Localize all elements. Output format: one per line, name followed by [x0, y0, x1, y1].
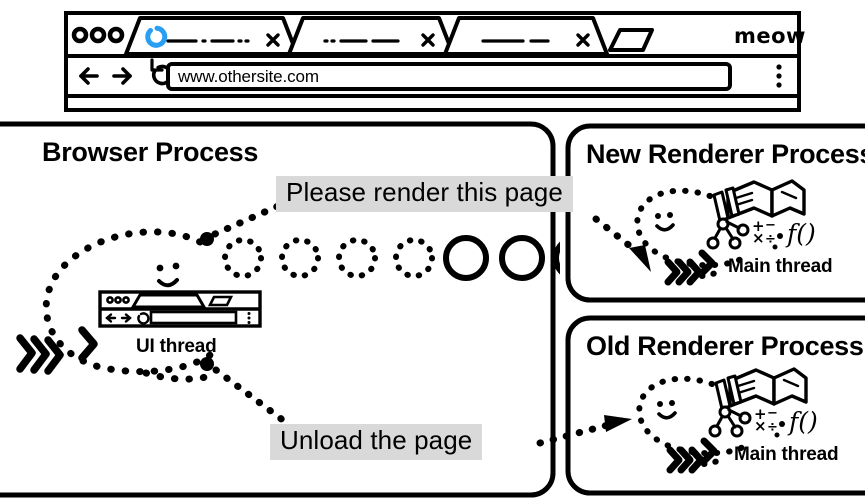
new-renderer-process-title: New Renderer Process	[586, 139, 865, 169]
unload-message-anchor	[200, 357, 214, 371]
browser-process-art	[16, 199, 560, 428]
ui-thread-label: UI thread	[136, 336, 217, 357]
arrow-to-old-renderer	[536, 415, 632, 447]
book-lines	[734, 190, 798, 207]
ui-thread-face	[156, 262, 180, 288]
math-symbols: + − × ÷	[752, 217, 783, 250]
old-renderer-face	[657, 400, 677, 420]
old-renderer-process-box	[565, 315, 865, 496]
svg-text:÷: ÷	[767, 420, 778, 435]
window-controls[interactable]	[74, 26, 124, 46]
tab-1-close-icon[interactable]	[262, 29, 284, 51]
new-renderer-chevrons	[664, 258, 703, 286]
unload-message-label: Unload the page	[270, 424, 483, 460]
new-tab-button-hotspot[interactable]	[608, 28, 654, 52]
overflow-menu-button[interactable]	[768, 60, 792, 94]
pencils-icon-old	[714, 374, 743, 411]
math-symbols-old: + − × ÷	[754, 405, 785, 438]
dom-tree-icon	[706, 217, 750, 250]
browser-process-title: Browser Process	[42, 137, 259, 167]
browser-brand-label: meow	[734, 24, 806, 48]
overflow-menu-dots	[776, 64, 782, 88]
function-icon: f()	[785, 219, 816, 248]
tab-shape-2	[287, 16, 455, 56]
queue-active-circles	[443, 235, 560, 281]
old-renderer-chevrons	[666, 446, 705, 474]
pencils-icon	[712, 186, 741, 223]
tab-3-close-icon[interactable]	[572, 29, 594, 51]
tab-shape-1	[124, 16, 299, 56]
arrow-to-new-renderer	[592, 215, 651, 272]
browser-process-box	[0, 121, 556, 498]
svg-text:×: ×	[752, 229, 765, 247]
reload-button[interactable]	[142, 63, 168, 89]
svg-text:−: −	[767, 406, 778, 421]
render-message-anchor	[200, 232, 214, 246]
svg-text:×: ×	[754, 417, 767, 435]
svg-text:−: −	[765, 218, 776, 233]
render-message-label: Please render this page	[276, 176, 573, 212]
forward-button[interactable]	[108, 63, 134, 89]
loop-chevron	[78, 326, 98, 362]
old-renderer-main-thread-label: Main thread	[734, 444, 839, 465]
new-tab-button	[608, 28, 654, 52]
tab-2-close-icon[interactable]	[417, 29, 439, 51]
ui-thread-browser-icon	[98, 290, 262, 328]
svg-text:+: +	[752, 217, 765, 235]
old-renderer-art: + − × ÷ f()	[636, 367, 818, 474]
back-button[interactable]	[74, 63, 100, 89]
address-bar-box	[166, 62, 732, 91]
queue-pending-circles	[222, 237, 435, 279]
address-bar[interactable]	[168, 63, 730, 90]
new-renderer-art: + − × ÷ f()	[634, 179, 816, 286]
window-control-dots	[71, 26, 125, 44]
svg-text:÷: ÷	[765, 232, 776, 247]
new-renderer-main-thread-label: Main thread	[728, 256, 833, 277]
function-icon-old: f()	[787, 407, 818, 436]
speed-chevrons-left	[16, 334, 64, 375]
tab-shape-3	[443, 16, 609, 56]
tab-close-glyphs	[266, 33, 590, 47]
new-renderer-face	[655, 212, 675, 232]
old-renderer-process-title: Old Renderer Process	[586, 331, 864, 361]
address-input[interactable]: www.othersite.com	[178, 67, 319, 86]
dom-tree-icon-old	[708, 405, 752, 438]
svg-text:+: +	[754, 405, 767, 423]
